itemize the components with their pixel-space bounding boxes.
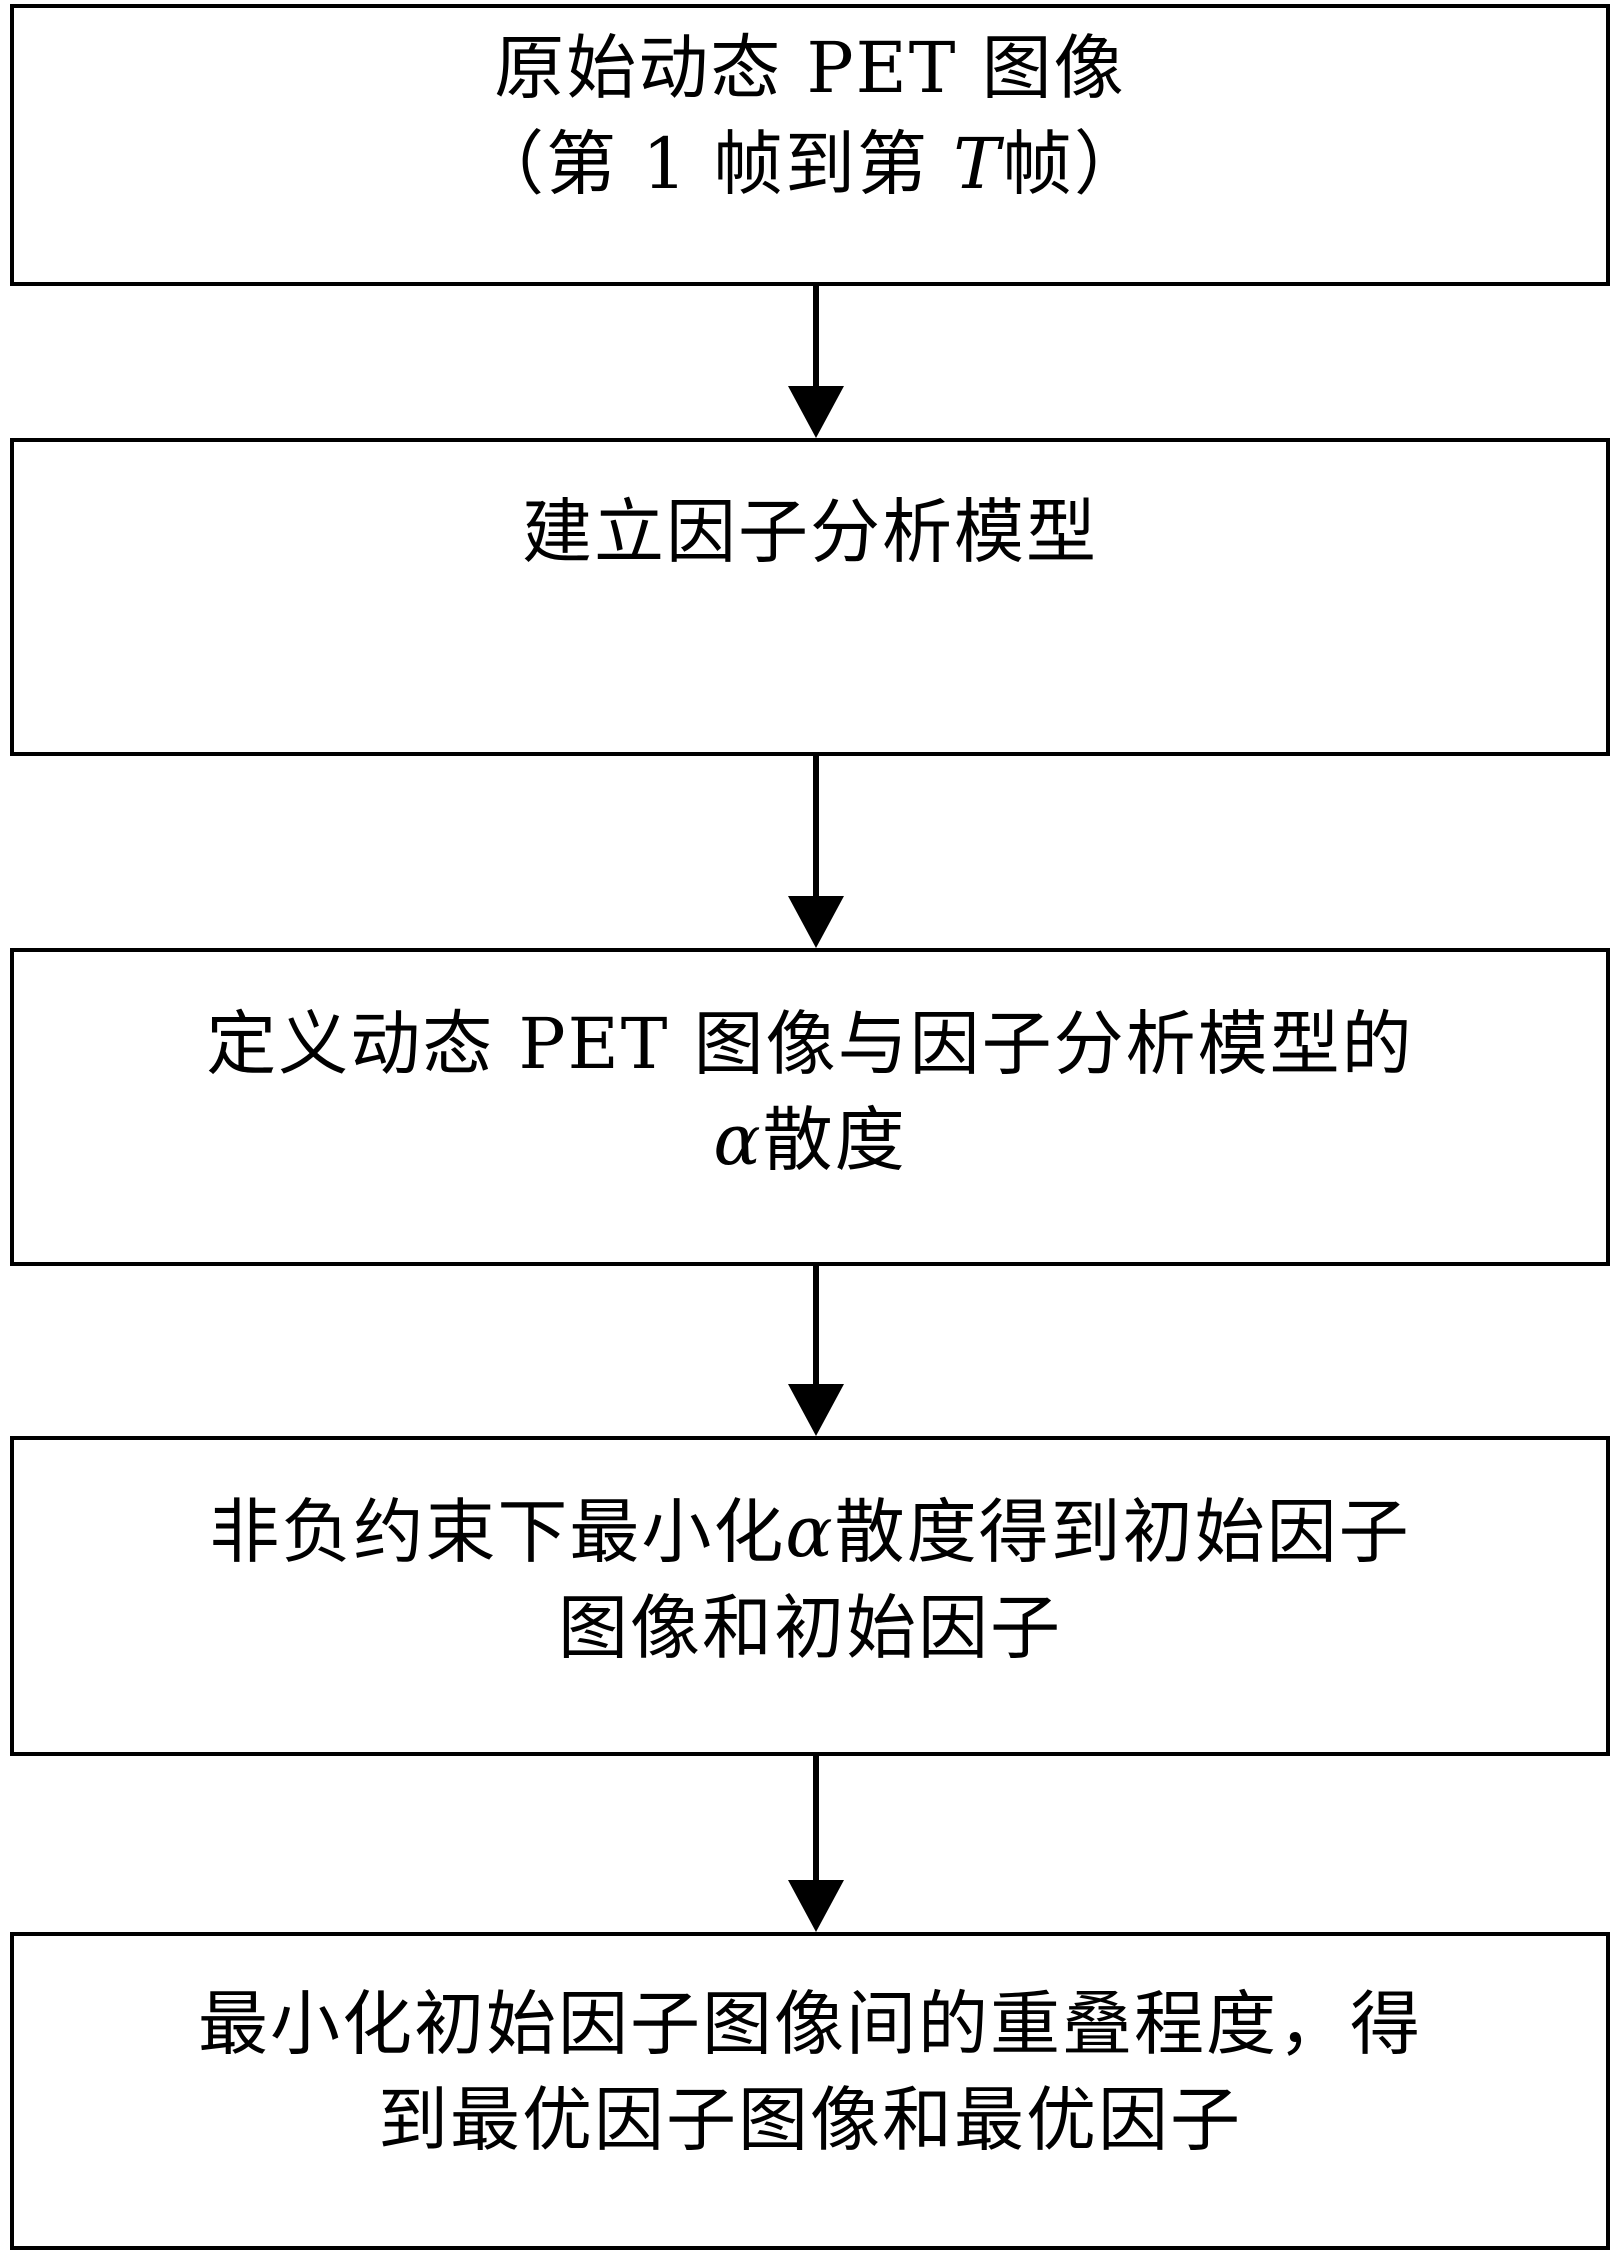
step-3-line-2: α散度 — [713, 1092, 906, 1188]
step-5-line-1: 最小化初始因子图像间的重叠程度，得 — [198, 1983, 1422, 2065]
step-box-original-dynamic-pet-image: 原始动态 PET 图像 （第 1 帧到第 T帧） — [10, 4, 1610, 286]
step-1-line-1: 原始动态 PET 图像 — [494, 27, 1126, 109]
step-box-minimize-overlap: 最小化初始因子图像间的重叠程度，得 到最优因子图像和最优因子 — [10, 1932, 1610, 2250]
step-4-line-1-prefix: 非负约束下最小化 — [209, 1491, 786, 1573]
down-arrow-icon — [776, 1266, 856, 1436]
step-2-line-1: 建立因子分析模型 — [522, 491, 1098, 573]
alpha-symbol: α — [713, 1099, 763, 1181]
step-4-line-1-suffix: 散度得到初始因子 — [834, 1491, 1411, 1573]
frame-count-variable: T — [953, 123, 1002, 205]
step-box-build-factor-analysis-model: 建立因子分析模型 — [10, 438, 1610, 756]
step-3-line-1: 定义动态 PET 图像与因子分析模型的 — [206, 1003, 1414, 1085]
step-1-line-2-suffix: 帧） — [1002, 123, 1146, 205]
down-arrow-icon — [776, 1756, 856, 1932]
down-arrow-icon — [776, 756, 856, 948]
step-1-line-2-prefix: （第 1 帧到第 — [474, 123, 954, 205]
step-1-line-2: （第 1 帧到第 T帧） — [474, 116, 1146, 212]
step-5-line-2: 到最优因子图像和最优因子 — [378, 2079, 1242, 2161]
down-arrow-icon — [776, 286, 856, 438]
step-box-minimize-alpha-divergence: 非负约束下最小化α散度得到初始因子 图像和初始因子 — [10, 1436, 1610, 1756]
step-box-define-alpha-divergence: 定义动态 PET 图像与因子分析模型的 α散度 — [10, 948, 1610, 1266]
step-4-line-1: 非负约束下最小化α散度得到初始因子 — [209, 1484, 1410, 1580]
step-4-line-2: 图像和初始因子 — [558, 1587, 1062, 1669]
step-3-line-2-suffix: 散度 — [762, 1099, 907, 1181]
alpha-symbol: α — [785, 1491, 835, 1573]
